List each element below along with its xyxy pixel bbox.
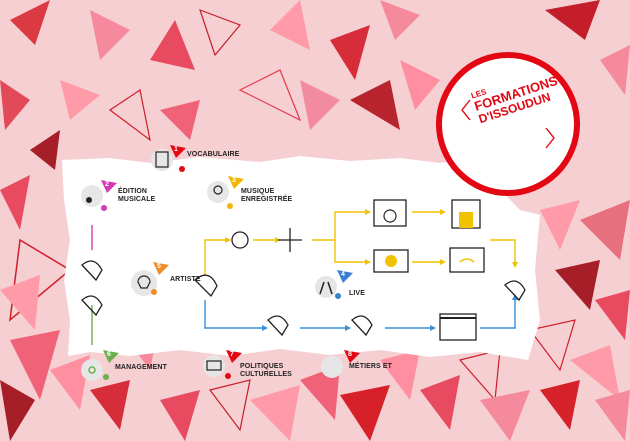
paper-sheet xyxy=(62,156,540,360)
badge-number-1: 1 xyxy=(174,146,178,153)
streaming-icon xyxy=(373,249,409,273)
node-icons xyxy=(81,149,526,381)
listener-head-icon xyxy=(504,280,526,302)
manager-head-icon xyxy=(81,295,103,317)
book-icon xyxy=(155,151,169,168)
hands-icon xyxy=(319,281,333,295)
audience-head-icon xyxy=(351,315,373,337)
logo-ring xyxy=(436,52,580,196)
plus-buttons xyxy=(101,166,341,380)
building-icon xyxy=(206,360,222,371)
node-label-edition-2: MUSICALE xyxy=(118,196,156,203)
artist-center-head-icon xyxy=(194,274,218,298)
vinyl-record-icon xyxy=(231,231,249,249)
node-label-politiques-2: CULTURELLES xyxy=(240,371,292,378)
node-label-politiques-1: POLITIQUES xyxy=(240,363,284,370)
arrow-heads xyxy=(225,209,518,331)
badge-number-8: 8 xyxy=(348,351,352,358)
node-label-artiste: ARTISTE xyxy=(170,276,201,283)
tv-wifi-icon xyxy=(449,247,485,273)
node-label-musique-2: ENREGISTRÉE xyxy=(241,196,293,203)
badge-number-5: 5 xyxy=(157,263,161,270)
mic-rec-icon xyxy=(213,185,223,195)
number-badges xyxy=(101,145,360,363)
disc-store-icon xyxy=(373,199,407,227)
live-artist-head-icon xyxy=(267,315,289,337)
node-label-management: MANAGEMENT xyxy=(115,364,167,371)
node-label-musique-1: MUSIQUE xyxy=(241,188,275,195)
node-label-edition-1: ÉDITION xyxy=(118,188,148,195)
node-label-vocabulaire: VOCABULAIRE xyxy=(187,151,240,158)
badge-number-4: 4 xyxy=(341,271,345,278)
badge-number-7: 7 xyxy=(230,351,234,358)
artist-head-icon xyxy=(81,260,103,282)
badge-number-2: 2 xyxy=(105,181,109,188)
logo-brackets xyxy=(461,99,555,149)
music-note-icon xyxy=(86,197,92,203)
lightbulb-icon xyxy=(137,275,151,289)
node-label-live: LIVE xyxy=(349,290,365,297)
network-icon xyxy=(88,366,96,374)
node-label-metiers: MÉTIERS ET xyxy=(349,363,393,370)
badge-number-6: 6 xyxy=(107,351,111,358)
badge-number-3: 3 xyxy=(232,177,236,184)
concert-stage-icon xyxy=(439,313,477,341)
distribution-icon xyxy=(278,228,302,252)
